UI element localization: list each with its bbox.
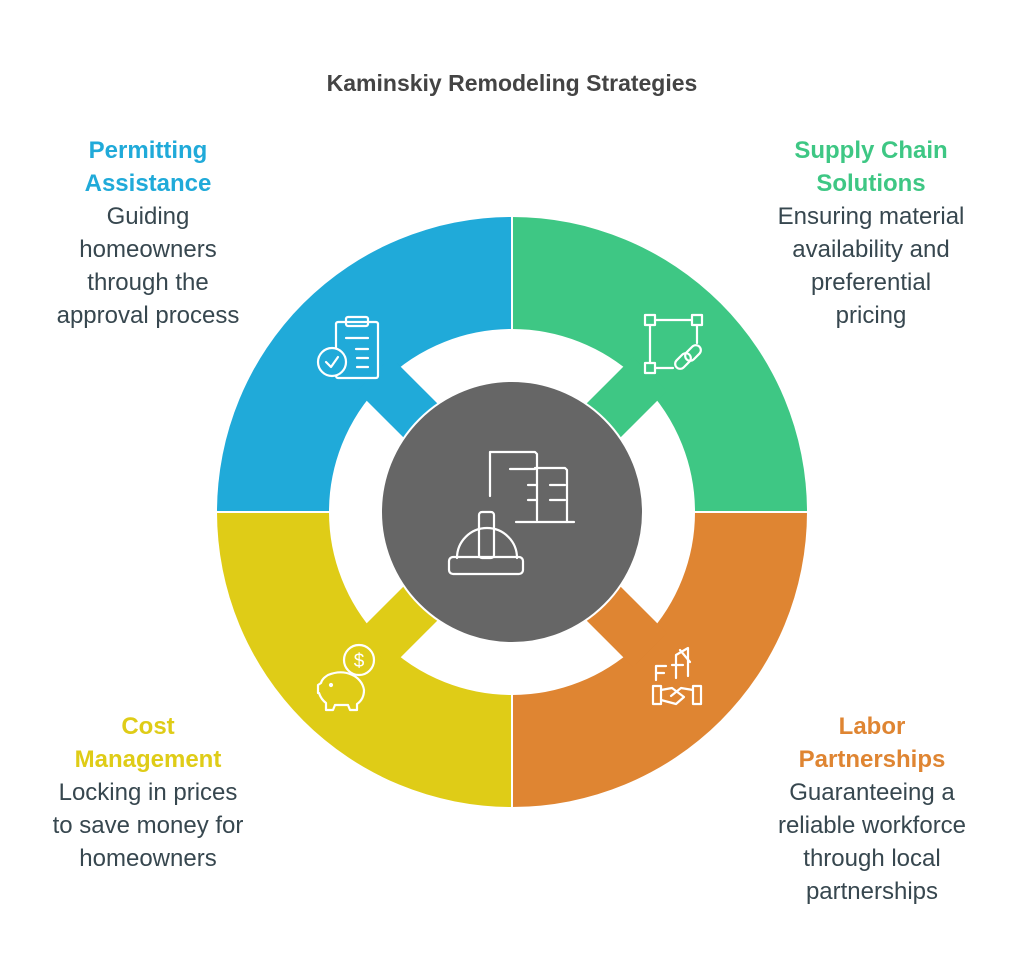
diagram-title: Kaminskiy Remodeling Strategies <box>326 70 698 96</box>
section-supply-chain-solutions: Supply Chain Solutions Ensuring material… <box>721 134 1021 332</box>
hard-hat-buildings-icon <box>447 450 576 576</box>
handshake-icon <box>651 646 703 706</box>
section-title: Cost <box>121 713 175 740</box>
section-description: reliable workforce <box>777 812 967 839</box>
section-title: Management <box>74 746 222 773</box>
section-description: to save money for <box>52 812 244 839</box>
section-title: Labor <box>838 713 906 740</box>
section-description: homeowners <box>79 845 217 872</box>
section-description: pricing <box>835 302 907 329</box>
section-description: partnerships <box>805 878 939 905</box>
section-title: Assistance <box>84 170 212 197</box>
section-labor-partnerships: Labor Partnerships Guaranteeing a reliab… <box>722 710 1022 908</box>
section-description: through the <box>87 269 209 296</box>
clipboard-check-icon <box>316 315 380 380</box>
center-hub <box>380 380 644 644</box>
section-description: approval process <box>56 302 240 329</box>
section-title: Partnerships <box>798 746 946 773</box>
section-description: Guiding <box>106 203 190 230</box>
linked-nodes-icon <box>643 313 704 375</box>
section-description: availability and <box>792 236 950 263</box>
section-description: through local <box>803 845 941 872</box>
section-title: Permitting <box>88 137 208 164</box>
section-title: Supply Chain <box>794 137 948 164</box>
section-cost-management: Cost Management Locking in prices to sav… <box>0 710 298 875</box>
section-description: homeowners <box>79 236 217 263</box>
section-description: Guaranteeing a <box>789 779 955 806</box>
svg-text:$: $ <box>354 651 365 672</box>
piggy-bank-icon: $ <box>316 643 376 712</box>
section-permitting-assistance: Permitting Assistance Guiding homeowners… <box>0 134 298 332</box>
section-description: Locking in prices <box>58 779 238 806</box>
section-description: Ensuring material <box>777 203 965 230</box>
section-title: Solutions <box>816 170 926 197</box>
section-description: preferential <box>810 269 932 296</box>
